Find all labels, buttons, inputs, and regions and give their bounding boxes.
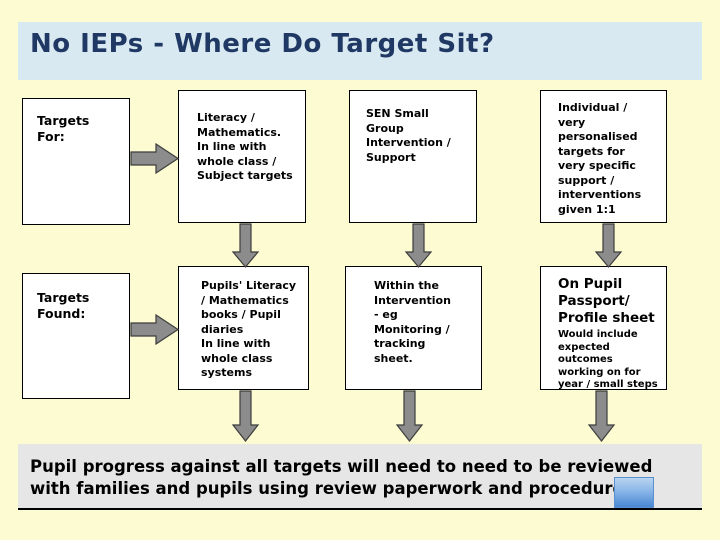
arrow-down-col3-bottom-icon bbox=[395, 389, 425, 444]
flow-box-literacy-mathematics[interactable]: Literacy / Mathematics. In line with who… bbox=[178, 90, 306, 223]
flow-box-pupil-books-diaries[interactable]: Pupils' Literacy / Mathematics books / P… bbox=[178, 266, 309, 390]
arrow-down-col2-mid-icon bbox=[231, 222, 261, 270]
footer-statement-text: Pupil progress against all targets will … bbox=[30, 457, 653, 498]
arrow-down-col3-mid-icon bbox=[404, 222, 434, 270]
flow-box-literacy-mathematics-label: Literacy / Mathematics. In line with who… bbox=[197, 111, 293, 182]
flow-box-targets-found-label: Targets Found: bbox=[37, 290, 90, 321]
flow-box-pupil-passport-heading: On Pupil Passport/ Profile sheet bbox=[558, 276, 655, 326]
footer-bar: Pupil progress against all targets will … bbox=[18, 444, 702, 510]
flow-box-targets-for-label: Targets For: bbox=[37, 113, 90, 144]
arrow-down-col2-bottom-icon bbox=[231, 389, 261, 444]
arrow-right-row1-icon bbox=[126, 141, 182, 175]
flow-box-pupil-passport-subtext: Would include expected outcomes working … bbox=[558, 329, 658, 390]
flow-box-targets-for[interactable]: Targets For: bbox=[22, 98, 130, 225]
arrow-right-row2-icon bbox=[126, 312, 182, 346]
flow-box-sen-small-group-label: SEN Small Group Intervention / Support bbox=[366, 107, 451, 164]
arrow-down-col4-mid-icon bbox=[594, 222, 624, 270]
footer-statement: Pupil progress against all targets will … bbox=[30, 456, 680, 500]
title-banner: No IEPs - Where Do Target Sit? bbox=[18, 22, 702, 80]
flow-box-within-intervention-label: Within the Intervention - eg Monitoring … bbox=[374, 279, 451, 365]
flow-box-pupil-books-diaries-label: Pupils' Literacy / Mathematics books / P… bbox=[201, 279, 297, 379]
flow-box-individual-personalised-label: Individual / very personalised targets f… bbox=[558, 101, 642, 216]
flow-box-sen-small-group[interactable]: SEN Small Group Intervention / Support bbox=[349, 90, 477, 223]
arrow-down-col4-bottom-icon bbox=[587, 389, 617, 444]
blue-chip-placeholder[interactable] bbox=[614, 477, 654, 508]
page-title: No IEPs - Where Do Target Sit? bbox=[30, 29, 495, 59]
flow-box-individual-personalised[interactable]: Individual / very personalised targets f… bbox=[540, 90, 667, 223]
flow-box-pupil-passport[interactable]: On Pupil Passport/ Profile sheet Would i… bbox=[540, 266, 667, 390]
flow-box-within-intervention[interactable]: Within the Intervention - eg Monitoring … bbox=[345, 266, 482, 390]
flow-box-targets-found[interactable]: Targets Found: bbox=[22, 273, 130, 399]
